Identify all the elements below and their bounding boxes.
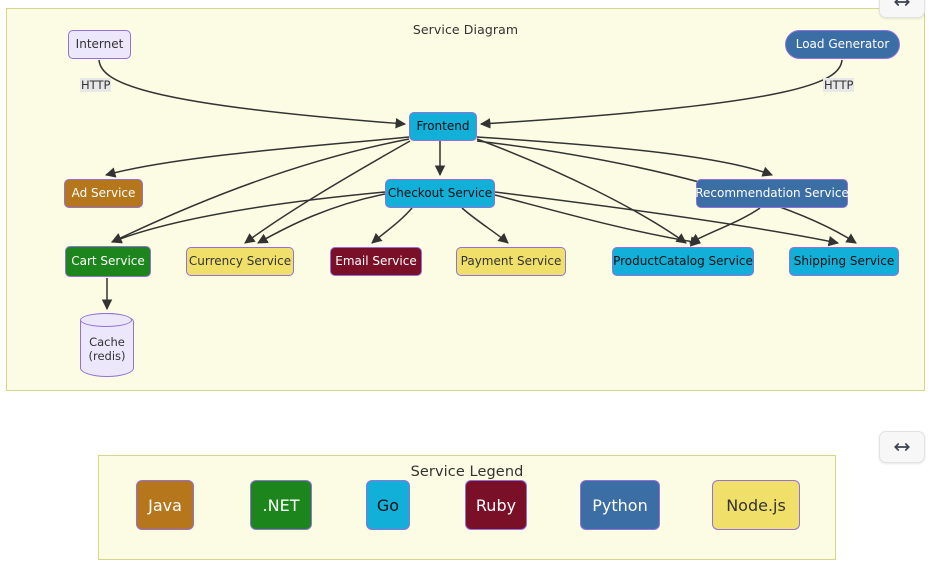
legend-item-dotnet[interactable]: .NET bbox=[250, 480, 312, 530]
legend-item-label: Python bbox=[592, 495, 648, 515]
service-legend-title: Service Legend bbox=[410, 464, 524, 480]
node-internet[interactable]: Internet bbox=[68, 30, 131, 59]
node-label: Payment Service bbox=[460, 253, 562, 268]
edge-label-http-loadgen: HTTP bbox=[823, 78, 855, 92]
legend-item-label: Java bbox=[148, 495, 182, 515]
legend-item-label: Ruby bbox=[475, 495, 517, 515]
node-cart[interactable]: Cart Service bbox=[65, 246, 151, 277]
node-label: Shipping Service bbox=[793, 253, 895, 268]
node-shipping[interactable]: Shipping Service bbox=[789, 247, 899, 276]
edge-label-http-internet: HTTP bbox=[80, 78, 112, 92]
node-label: ProductCatalog Service bbox=[613, 253, 753, 268]
legend-item-label: Node.js bbox=[726, 495, 786, 515]
node-payment[interactable]: Payment Service bbox=[456, 247, 566, 276]
legend-item-python[interactable]: Python bbox=[580, 480, 660, 530]
legend-item-java[interactable]: Java bbox=[136, 480, 194, 530]
node-email[interactable]: Email Service bbox=[330, 247, 422, 276]
node-currency[interactable]: Currency Service bbox=[186, 247, 294, 276]
node-label: Ad Service bbox=[71, 185, 136, 200]
cache-label-line1: Cache bbox=[89, 334, 125, 349]
resize-diagram-button[interactable] bbox=[879, 0, 925, 18]
node-label: Currency Service bbox=[188, 253, 292, 268]
legend-item-ruby[interactable]: Ruby bbox=[465, 480, 527, 530]
resize-legend-button[interactable] bbox=[879, 431, 925, 463]
legend-item-label: .NET bbox=[262, 495, 300, 515]
node-checkout[interactable]: Checkout Service bbox=[385, 179, 495, 208]
node-label: Email Service bbox=[335, 253, 417, 268]
cylinder-top-ellipse bbox=[80, 313, 132, 327]
node-productcatalog[interactable]: ProductCatalog Service bbox=[612, 247, 754, 276]
cache-label-line2: (redis) bbox=[88, 349, 126, 363]
legend-item-go[interactable]: Go bbox=[366, 480, 410, 530]
node-loadgen[interactable]: Load Generator bbox=[785, 30, 900, 59]
resize-horizontal-icon bbox=[893, 0, 911, 11]
node-label: Load Generator bbox=[795, 36, 890, 51]
node-cache-redis[interactable]: Cache (redis) bbox=[80, 313, 134, 377]
node-label: Internet bbox=[75, 36, 124, 51]
node-frontend[interactable]: Frontend bbox=[409, 112, 477, 141]
resize-horizontal-icon bbox=[893, 438, 911, 456]
node-label: Checkout Service bbox=[387, 185, 493, 200]
node-recommend[interactable]: Recommendation Service bbox=[695, 179, 849, 208]
service-diagram-title: Service Diagram bbox=[412, 22, 519, 37]
node-adservice[interactable]: Ad Service bbox=[64, 179, 143, 208]
legend-item-label: Go bbox=[376, 495, 400, 515]
legend-item-nodejs[interactable]: Node.js bbox=[712, 480, 800, 530]
node-label: Frontend bbox=[416, 118, 470, 133]
node-label: Cart Service bbox=[71, 253, 145, 268]
node-label: Recommendation Service bbox=[695, 185, 849, 200]
